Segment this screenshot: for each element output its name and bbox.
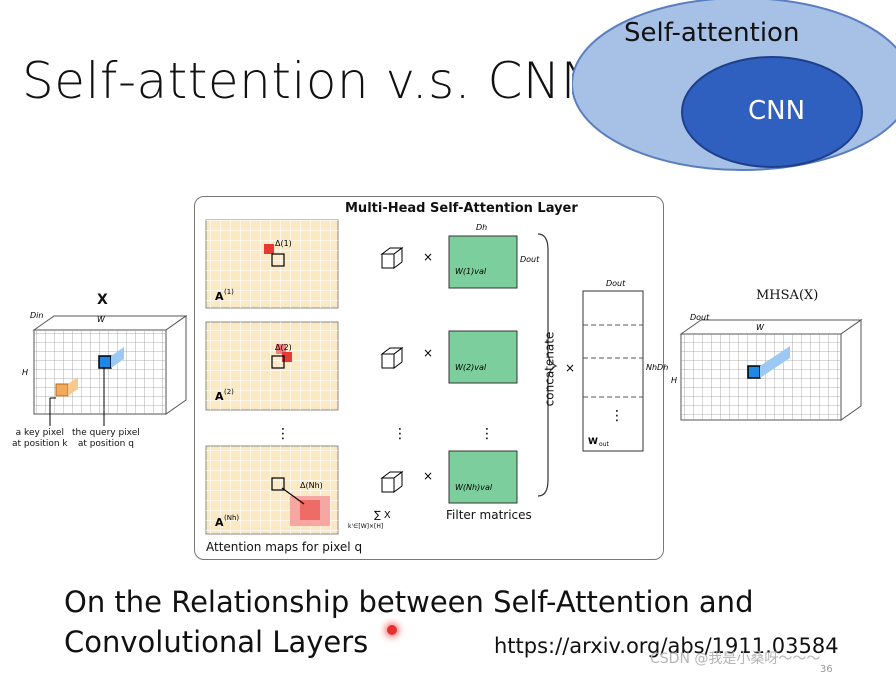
- svg-text:×: ×: [565, 361, 575, 375]
- svg-text:W: W: [97, 315, 106, 324]
- paper-title-line2: Convolutional Layers: [64, 625, 369, 659]
- venn-cnn-label: CNN: [748, 96, 806, 126]
- svg-text:H: H: [671, 376, 677, 385]
- cnn-ellipse: [681, 56, 863, 168]
- svg-text:⋮: ⋮: [393, 426, 407, 442]
- value-vectors: [380, 247, 404, 493]
- concatenate-label: concatenate: [542, 331, 557, 407]
- venn-self-attention-label: Self-attention: [624, 18, 800, 48]
- panel-title: Multi-Head Self-Attention Layer: [345, 201, 578, 216]
- attention-maps-caption: Attention maps for pixel q: [206, 540, 363, 554]
- query-caption-line1: the query pixel: [72, 428, 140, 438]
- query-pixel-caption: the query pixel at position q: [72, 428, 140, 450]
- attention-map-1: A (1) Δ(1): [205, 219, 339, 309]
- svg-text:NhDh: NhDh: [646, 363, 668, 372]
- key-caption-line2: at position k: [12, 439, 68, 449]
- svg-text:A: A: [215, 390, 224, 403]
- svg-text:Δ(Nh): Δ(Nh): [300, 481, 323, 490]
- svg-text:Dout: Dout: [690, 313, 710, 322]
- filter-matrices-caption: Filter matrices: [446, 508, 532, 522]
- svg-text:A: A: [215, 516, 224, 529]
- svg-text:×: ×: [423, 469, 433, 483]
- svg-text:W: W: [756, 323, 765, 332]
- svg-text:⋮: ⋮: [610, 408, 624, 424]
- paper-title-line1: On the Relationship between Self-Attenti…: [64, 585, 754, 619]
- output-mhsa-label: MHSA(X): [756, 288, 819, 303]
- slide-title: Self-attention v.s. CNN: [22, 52, 599, 110]
- svg-text:Dh: Dh: [476, 223, 487, 232]
- svg-text:(Nh): (Nh): [224, 514, 239, 522]
- svg-text:(2): (2): [224, 388, 234, 396]
- input-tensor: W H Din: [22, 311, 188, 426]
- attention-map-2: A (2) Δ(2): [205, 321, 339, 411]
- svg-text:W: W: [588, 437, 598, 447]
- venn-diagram: [572, 0, 896, 171]
- laser-pointer-dot: [387, 625, 397, 635]
- input-x-label: X: [97, 292, 108, 308]
- svg-text:Dout: Dout: [606, 279, 626, 288]
- svg-text:Dout: Dout: [520, 255, 540, 264]
- query-caption-line2: at position q: [77, 439, 134, 449]
- watermark: CSDN @我是小桑呀～～～: [650, 651, 821, 667]
- filter-matrices: [448, 235, 518, 504]
- paper-url[interactable]: https://arxiv.org/abs/1911.03584: [494, 634, 839, 658]
- svg-text:H: H: [22, 368, 28, 377]
- svg-text:A: A: [215, 290, 224, 303]
- svg-text:Δ(1): Δ(1): [275, 239, 292, 248]
- svg-text:W(2)val: W(2)val: [455, 363, 487, 372]
- svg-text:W(1)val: W(1)val: [455, 267, 487, 276]
- svg-text:out: out: [599, 441, 609, 448]
- svg-text:⋮: ⋮: [276, 426, 290, 442]
- svg-text:Din: Din: [30, 311, 43, 320]
- svg-text:k'∈[W]×[H]: k'∈[W]×[H]: [348, 523, 383, 530]
- key-caption-line1: a key pixel: [15, 428, 64, 438]
- paper-title: On the Relationship between Self-Attenti…: [64, 582, 753, 662]
- svg-text:×: ×: [423, 250, 433, 264]
- page-number: 36: [820, 664, 833, 675]
- output-tensor: W H Dout: [671, 313, 863, 421]
- svg-text:Δ(2): Δ(2): [275, 343, 292, 352]
- attention-map-nh: A (Nh) Δ(Nh): [205, 445, 339, 535]
- svg-text:(1): (1): [224, 288, 234, 296]
- svg-text:×: ×: [423, 346, 433, 360]
- svg-text:W(Nh)val: W(Nh)val: [455, 483, 493, 492]
- svg-text:∑ X: ∑ X: [374, 510, 391, 521]
- output-matrix: Dout NhDh W out ⋮: [582, 279, 668, 452]
- key-pixel-caption: a key pixel at position k: [12, 428, 68, 450]
- svg-text:⋮: ⋮: [480, 426, 494, 442]
